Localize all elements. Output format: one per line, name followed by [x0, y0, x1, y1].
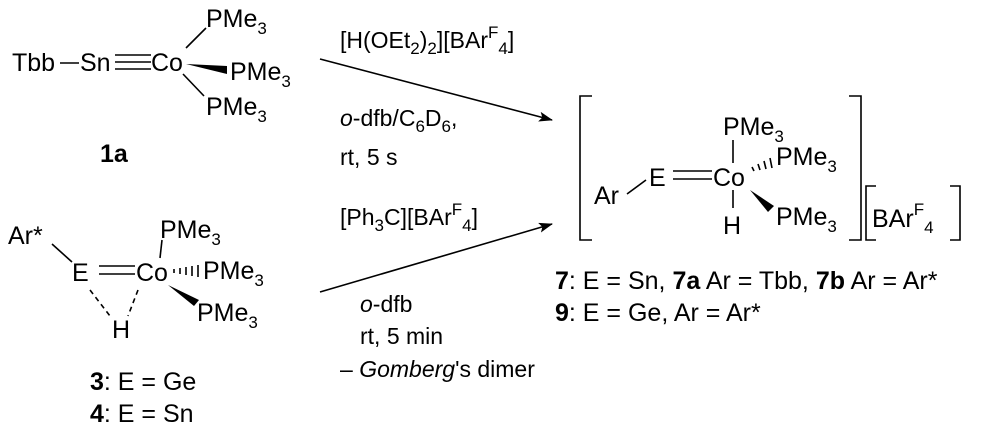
co-atom: Co: [136, 259, 168, 287]
e-atom: E: [72, 259, 89, 287]
caption-compound-4: 4: E = Sn: [90, 400, 194, 428]
co-p-bond-top: [185, 27, 207, 49]
tbb-label: Tbb: [12, 49, 55, 77]
caption-compound-7: 7: E = Sn, 7a Ar = Tbb, 7b Ar = Ar*: [555, 267, 938, 295]
h-atom: H: [723, 212, 741, 240]
e-co-double-bond: [99, 265, 135, 275]
top-solvent: o-dfb/C6D6,: [340, 105, 457, 136]
co-p-hashed-bond: [751, 157, 773, 172]
co-atom: Co: [151, 49, 183, 77]
ar-star-label: Ar*: [8, 222, 43, 250]
h-atom: H: [112, 316, 130, 344]
e-atom: E: [649, 164, 666, 192]
ar-e-bond: [626, 179, 647, 195]
pme3-top: PMe3: [723, 113, 784, 146]
co-p-wedge-bond: [186, 64, 227, 74]
bottom-reagent: [Ph3C][BArF4]: [340, 200, 478, 235]
caption-compound-9: 9: E = Ge, Ar = Ar*: [555, 299, 761, 327]
product-anion: BArF4: [865, 185, 961, 241]
bottom-solvent: o-dfb: [360, 291, 412, 317]
bridging-hydride-bonds: [89, 289, 139, 317]
anion-formula: BArF4: [872, 200, 934, 237]
caption-compound-3: 3: E = Ge: [90, 368, 196, 396]
bottom-conditions: rt, 5 min: [360, 323, 443, 349]
sn-co-triple-bond: [115, 54, 151, 70]
reaction-arrow-bottom: [319, 222, 553, 293]
bottom-reaction-conditions: [Ph3C][BArF4] o-dfb rt, 5 min – Gomberg'…: [340, 200, 535, 382]
left-bracket: [579, 95, 592, 241]
pme3-wedge: PMe3: [230, 58, 291, 91]
co-atom: Co: [713, 164, 745, 192]
co-p-hashed-bond: [173, 265, 199, 277]
pme3-top: PMe3: [160, 216, 221, 249]
top-conditions: rt, 5 s: [340, 144, 398, 170]
pme3-wedge: PMe3: [197, 299, 258, 332]
compound-1a: Tbb Sn Co PMe3 PMe3 PMe3 1a: [12, 5, 291, 168]
ar-e-bond: [51, 243, 73, 263]
co-p-wedge-bond: [750, 190, 774, 212]
bottom-byproduct: – Gomberg's dimer: [340, 356, 535, 382]
anion-right-bracket: [950, 185, 961, 241]
co-p-bond-top: [159, 239, 163, 259]
pme3-wedge: PMe3: [776, 203, 837, 236]
right-bracket: [849, 95, 862, 241]
product-cation: Ar E Co H PMe3 PMe3 PMe3: [579, 95, 862, 241]
pme3-hashed: PMe3: [203, 257, 264, 290]
top-reaction-conditions: [H(OEt2)2][BArF4] o-dfb/C6D6, rt, 5 s: [340, 23, 514, 170]
pme3-hashed: PMe3: [776, 143, 837, 176]
compound-label-1a: 1a: [100, 140, 129, 168]
product-caption: 7: E = Sn, 7a Ar = Tbb, 7b Ar = Ar* 9: E…: [555, 267, 938, 327]
co-p-bond-bottom: [182, 73, 205, 97]
top-reagent: [H(OEt2)2][BArF4]: [340, 23, 514, 58]
sn-atom: Sn: [80, 49, 111, 77]
reaction-arrow-top: [319, 58, 553, 122]
co-p-wedge-bond: [168, 285, 199, 306]
compound-3-4: Ar* E Co H PMe3 PMe3 PMe3 3: E = Ge 4: E…: [8, 216, 264, 428]
pme3-top: PMe3: [206, 5, 267, 38]
ar-label: Ar: [594, 182, 619, 210]
pme3-bottom: PMe3: [206, 93, 267, 126]
anion-left-bracket: [865, 185, 876, 241]
e-co-double-bond: [673, 170, 712, 180]
